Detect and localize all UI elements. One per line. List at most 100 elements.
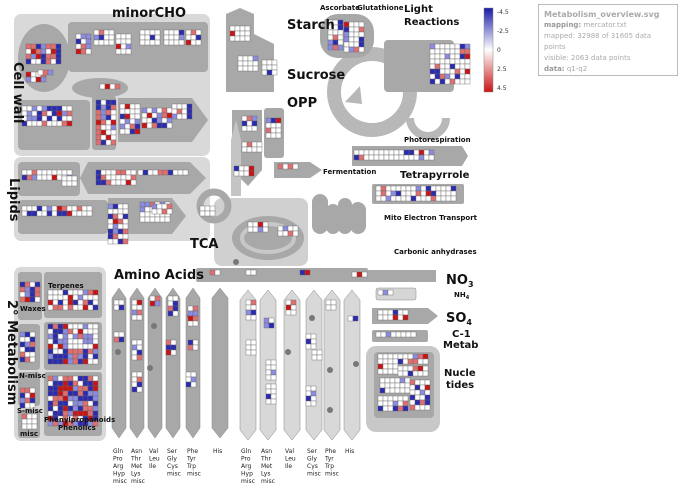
heatmap-cell xyxy=(348,21,355,28)
heatmap-cell xyxy=(40,76,47,83)
heatmap-cell xyxy=(124,128,131,135)
scale-tick-label: 2.5 xyxy=(497,66,507,73)
heatmap-cell xyxy=(30,53,37,60)
heatmap-cell xyxy=(117,238,124,245)
amino-acid-columns: GlnProArgHypmiscAsnThrMetLysmiscValLeuIl… xyxy=(111,259,361,484)
heatmap-cell xyxy=(34,296,41,303)
heatmap-cell xyxy=(444,68,451,75)
heatmap-cell xyxy=(92,400,99,407)
heatmap-cell xyxy=(107,218,114,225)
heatmap-cell xyxy=(337,34,344,41)
heatmap-cell xyxy=(343,46,350,53)
heatmap-cell xyxy=(238,170,245,177)
heatmap-cell xyxy=(62,343,69,350)
heatmap-cell xyxy=(113,336,120,343)
heatmap-cell xyxy=(270,117,277,124)
heatmap-cell xyxy=(67,405,74,412)
heatmap-cell xyxy=(387,314,394,321)
label-secondary-metabolism: 2° Metabolism xyxy=(4,300,19,405)
heatmap-cell xyxy=(77,375,84,382)
amino-acid-bar xyxy=(196,268,368,282)
label-so4: SO4 xyxy=(446,311,472,327)
heatmap-cell xyxy=(62,395,69,402)
heatmap-cell xyxy=(234,30,241,37)
heatmap-cell xyxy=(24,351,31,358)
heatmap-cell xyxy=(107,213,114,220)
heatmap-cell xyxy=(382,309,389,316)
heatmap-cell xyxy=(41,105,48,112)
heatmap-cell xyxy=(187,339,194,346)
heatmap-cell xyxy=(229,25,236,32)
heatmap-cell xyxy=(92,420,99,427)
heatmap-cell xyxy=(417,365,424,372)
heatmap-cell xyxy=(36,120,43,127)
heatmap-cell xyxy=(157,169,164,176)
heatmap-cell xyxy=(430,185,437,192)
heatmap-cell xyxy=(110,174,117,181)
heatmap-cell xyxy=(31,210,38,217)
aa-group-label: Asn xyxy=(261,448,272,455)
heatmap-cell xyxy=(26,120,33,127)
heatmap-cell xyxy=(419,379,426,386)
heatmap-cell xyxy=(142,169,149,176)
heatmap-cell xyxy=(24,286,31,293)
heatmap-cell xyxy=(110,129,117,136)
heatmap-cell xyxy=(429,63,436,70)
heatmap-cell xyxy=(122,223,129,230)
heatmap-cell xyxy=(330,299,337,306)
heatmap-cell xyxy=(92,385,99,392)
heatmap-cell xyxy=(368,154,375,161)
heatmap-cell xyxy=(161,203,168,210)
heatmap-cell xyxy=(26,110,33,117)
heatmap-cell xyxy=(418,154,425,161)
heatmap-cell xyxy=(419,399,426,406)
heatmap-cell xyxy=(62,299,69,306)
heatmap-cell xyxy=(56,110,63,117)
heatmap-cell xyxy=(105,129,112,136)
heatmap-cell xyxy=(209,269,216,276)
heatmap-cell xyxy=(105,124,112,131)
aa-group-label: Met xyxy=(131,463,143,470)
heatmap-cell xyxy=(185,381,192,388)
info-visible: visible: 2063 data points xyxy=(544,54,631,62)
heatmap-cell xyxy=(379,377,386,384)
aa-group-label: Tyr xyxy=(324,456,334,463)
heatmap-cell xyxy=(55,58,62,65)
heatmap-cell xyxy=(47,385,54,392)
heatmap-cell xyxy=(168,34,175,41)
heatmap-cell xyxy=(56,105,63,112)
label-ascorbate: Ascorbate xyxy=(320,4,360,12)
heatmap-cell xyxy=(388,154,395,161)
heatmap-cell xyxy=(56,205,63,212)
heatmap-cell xyxy=(277,230,284,237)
heatmap-cell xyxy=(407,365,414,372)
heatmap-cell xyxy=(82,390,89,397)
heatmap-cell xyxy=(270,388,277,395)
heatmap-cell xyxy=(72,289,79,296)
heatmap-cell xyxy=(100,124,107,131)
heatmap-cell xyxy=(266,69,273,76)
heatmap-cell xyxy=(190,34,197,41)
label-glutathione: Glutathione xyxy=(357,4,404,12)
heatmap-cell xyxy=(134,128,141,135)
heatmap-cell xyxy=(398,154,405,161)
heatmap-cell xyxy=(430,190,437,197)
heatmap-cell xyxy=(377,289,384,296)
heatmap-cell xyxy=(380,185,387,192)
heatmap-cell xyxy=(385,195,392,202)
heatmap-cell xyxy=(92,353,99,360)
heatmap-cell xyxy=(172,305,179,312)
heatmap-cell xyxy=(82,304,89,311)
heatmap-cell xyxy=(36,110,43,117)
heatmap-cell xyxy=(287,163,294,170)
heatmap-cell xyxy=(187,344,194,351)
heatmap-cell xyxy=(245,314,252,321)
heatmap-cell xyxy=(29,281,36,288)
heatmap-cell xyxy=(122,228,129,235)
heatmap-cell xyxy=(265,374,272,381)
heatmap-cell xyxy=(62,289,69,296)
heatmap-cell xyxy=(348,36,355,43)
heatmap-cell xyxy=(389,382,396,389)
heatmap-cell xyxy=(161,208,168,215)
heatmap-cell xyxy=(29,341,36,348)
